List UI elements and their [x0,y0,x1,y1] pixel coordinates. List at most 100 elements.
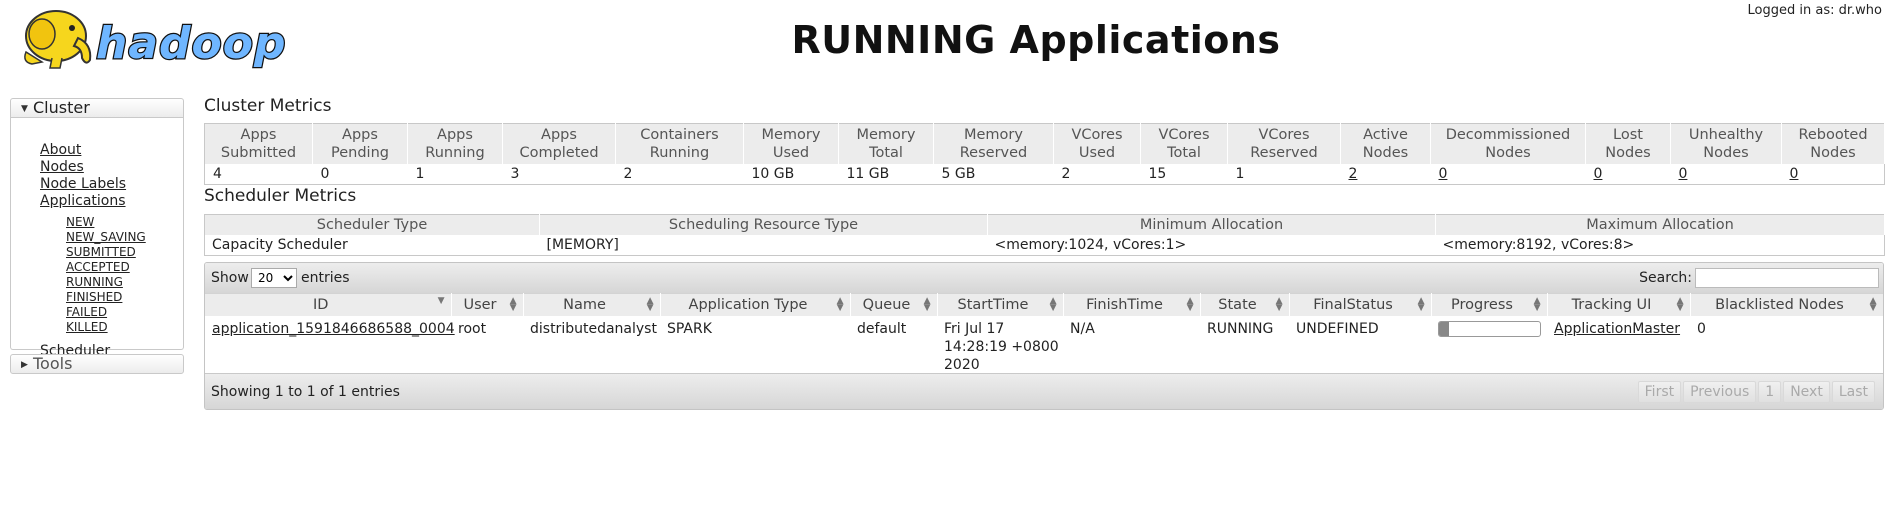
column-header-progress[interactable]: Progress▲▼ [1431,293,1548,316]
pagination-page-1-button[interactable]: 1 [1758,381,1782,403]
pagination-first-button[interactable]: First [1637,381,1682,403]
metric-lost-nodes-cell: 0 [1586,164,1671,185]
app-type: SPARK [667,320,712,337]
metric-memory-reserved: 5 GB [941,165,976,182]
app-progress-cell [1431,316,1547,374]
applications-datatable: Show 20 entries Search: ID▼ User▲▼ Name▲… [204,262,1884,410]
column-header-name[interactable]: Name▲▼ [523,293,661,316]
applications-header-row: ID▼ User▲▼ Name▲▼ Application Type▲▼ Que… [205,293,1883,316]
tracking-ui-link[interactable]: ApplicationMaster [1554,320,1681,337]
nav-app-new[interactable]: NEW [66,215,95,229]
nav-nodes[interactable]: Nodes [40,159,84,175]
sort-both-icon: ▲▼ [1676,296,1684,313]
applications-table: ID▼ User▲▼ Name▲▼ Application Type▲▼ Que… [205,293,1883,374]
app-name: distributedanalyst [530,320,657,337]
decommissioned-nodes-link[interactable]: 0 [1438,165,1448,182]
metric-memory-used: 10 GB [751,165,795,182]
app-final-status: UNDEFINED [1296,320,1379,337]
rebooted-nodes-link[interactable]: 0 [1789,165,1799,182]
nav-applications[interactable]: Applications [40,193,126,209]
app-blacklisted-nodes: 0 [1697,320,1706,337]
progress-fill [1439,321,1450,336]
datatable-bottom-toolbar: Showing 1 to 1 of 1 entries First Previo… [205,373,1883,409]
maximum-allocation-value: <memory:8192, vCores:8> [1442,236,1635,253]
column-header-tracking-ui[interactable]: Tracking UI▲▼ [1547,293,1691,316]
column-header-finishtime[interactable]: FinishTime▲▼ [1063,293,1201,316]
column-header-blacklisted-nodes[interactable]: Blacklisted Nodes▲▼ [1690,293,1883,316]
cluster-metrics-title: Cluster Metrics [204,96,332,116]
page-length-select[interactable]: 20 [251,268,297,288]
lost-nodes-link[interactable]: 0 [1593,165,1603,182]
column-header-queue[interactable]: Queue▲▼ [850,293,938,316]
app-finish-time: N/A [1070,320,1095,337]
metric-decommissioned-nodes-cell: 0 [1431,164,1586,185]
metric-vcores-total: 15 [1148,165,1167,182]
scheduler-type-header: Scheduler Type [204,214,540,235]
minimum-allocation-header: Minimum Allocation [987,214,1436,235]
search-input[interactable] [1695,268,1879,288]
metric-containers-running: 2 [623,165,633,182]
scheduler-metrics-values-row: Capacity Scheduler [MEMORY] <memory:1024… [205,235,1885,256]
app-queue: default [857,320,907,337]
unhealthy-nodes-link[interactable]: 0 [1678,165,1688,182]
sort-both-icon: ▲▼ [923,296,931,313]
hadoop-logo[interactable]: hadoop [12,0,312,78]
nav-app-running[interactable]: RUNNING [66,275,123,289]
metric-vcores-used: 2 [1061,165,1071,182]
nav-app-killed[interactable]: KILLED [66,320,108,334]
sort-both-icon: ▲▼ [1275,296,1283,313]
nav-node-labels[interactable]: Node Labels [40,176,127,192]
column-header-finalstatus[interactable]: FinalStatus▲▼ [1289,293,1432,316]
sort-both-icon: ▲▼ [1049,296,1057,313]
minimum-allocation-value: <memory:1024, vCores:1> [994,236,1187,253]
metric-apps-running: 1 [415,165,425,182]
app-id-link[interactable]: application_1591846686588_0004 [212,320,455,337]
nav-app-finished[interactable]: FINISHED [66,290,123,304]
pagination-last-button[interactable]: Last [1831,381,1875,403]
column-header-id[interactable]: ID▼ [205,293,452,316]
pagination-next-button[interactable]: Next [1783,381,1830,403]
sort-both-icon: ▲▼ [509,296,517,313]
nav-app-accepted[interactable]: ACCEPTED [66,260,130,274]
pagination: First Previous 1 Next Last [1636,381,1875,403]
app-state: RUNNING [1207,320,1274,337]
active-nodes-link[interactable]: 2 [1348,165,1358,182]
datatable-top-toolbar: Show 20 entries Search: [205,263,1883,293]
metric-unhealthy-nodes-cell: 0 [1671,164,1782,185]
nav-app-new-saving[interactable]: NEW_SAVING [66,230,146,244]
tools-accordion-header[interactable]: ▶Tools [10,354,184,374]
scheduling-resource-type-value: [MEMORY] [546,236,619,253]
sort-both-icon: ▲▼ [1186,296,1194,313]
cluster-accordion-header[interactable]: ▼Cluster [10,98,184,118]
column-header-user[interactable]: User▲▼ [451,293,524,316]
show-label: Show [211,270,249,286]
cluster-label: Cluster [33,98,90,117]
nav-app-submitted[interactable]: SUBMITTED [66,245,136,259]
elephant-icon [24,10,92,69]
search-label: Search: [1639,270,1692,286]
nav-app-failed[interactable]: FAILED [66,305,108,319]
column-header-starttime[interactable]: StartTime▲▼ [937,293,1064,316]
table-row: application_1591846686588_0004 root dist… [205,316,1883,374]
metric-active-nodes-cell: 2 [1341,164,1431,185]
sort-both-icon: ▲▼ [1533,296,1541,313]
logged-in-user: Logged in as: dr.who [1747,3,1882,18]
column-header-state[interactable]: State▲▼ [1200,293,1290,316]
pagination-previous-button[interactable]: Previous [1683,381,1757,403]
column-header-application-type[interactable]: Application Type▲▼ [660,293,851,316]
cluster-metrics-values-row: 4 0 1 3 2 10 GB 11 GB 5 GB 2 15 1 2 0 0 … [205,164,1885,185]
sort-both-icon: ▲▼ [836,296,844,313]
nav-about[interactable]: About [40,142,82,158]
